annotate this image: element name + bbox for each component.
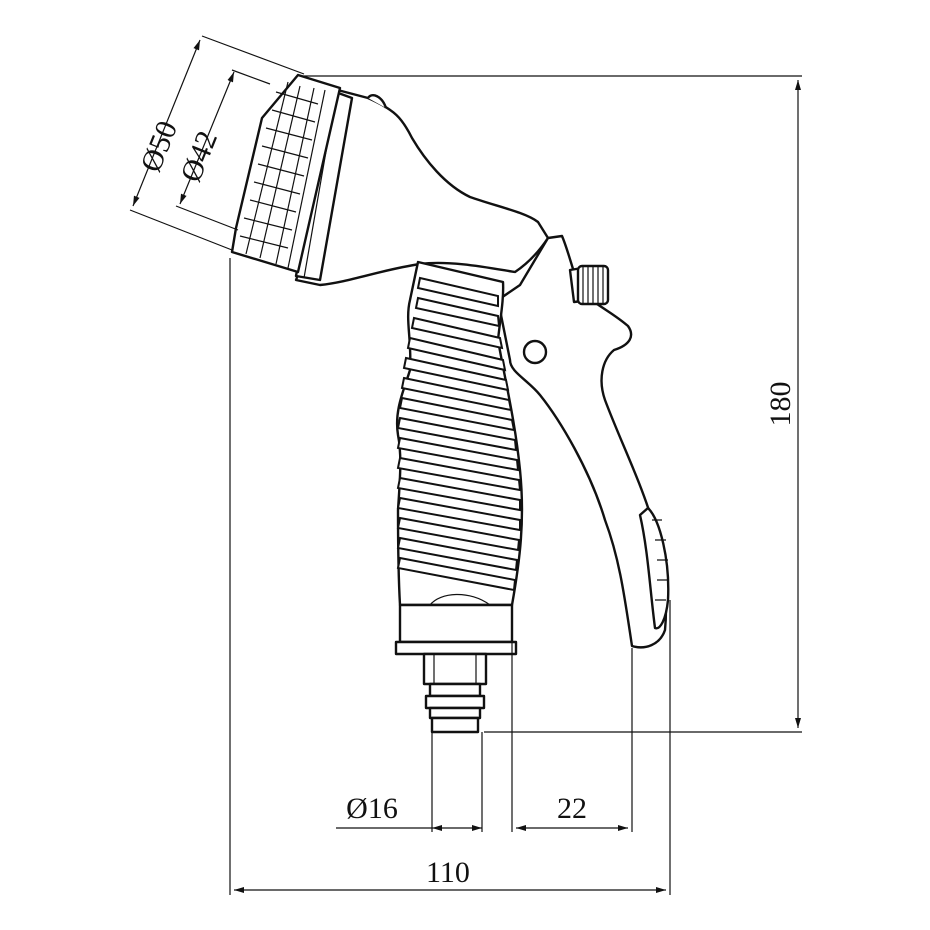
head-button <box>367 94 388 109</box>
ring-inner-line-1 <box>245 81 289 255</box>
label-height: 180 <box>764 382 797 427</box>
trigger-pad <box>638 506 670 630</box>
d50-ext-bottom <box>129 209 233 251</box>
ring-knurl-3 <box>265 127 313 141</box>
ring-knurl-9 <box>239 235 289 249</box>
ring-knurl-6 <box>253 181 301 195</box>
nozzle-ring-outline <box>230 73 342 274</box>
d50-ext-top <box>201 35 305 75</box>
ring-inner-line-3 <box>275 87 315 265</box>
handle-ribs <box>396 276 522 592</box>
ring-knurl-8 <box>243 217 293 231</box>
handle <box>394 260 524 656</box>
trigger-pad-ribs <box>652 519 668 601</box>
ring-inner-line-4 <box>287 89 326 269</box>
ring-knurl-5 <box>257 163 305 177</box>
connector-neck <box>428 682 482 698</box>
label-trigger-offset: 22 <box>557 792 587 825</box>
connector-ring-2 <box>428 706 482 720</box>
hose-connector <box>422 652 488 734</box>
handle-flange <box>394 640 518 656</box>
connector-ring-1 <box>424 694 486 710</box>
ring-knurl-2 <box>271 109 316 123</box>
ring-knurl-4 <box>261 145 309 159</box>
dimension-lines <box>129 35 802 895</box>
connector-nut <box>422 652 488 686</box>
label-inner-diameter: Ø42 <box>174 126 224 186</box>
handle-base-curve <box>429 593 491 606</box>
trigger-pivot <box>522 339 548 365</box>
connector-tip <box>430 716 480 734</box>
gun-body <box>294 86 550 287</box>
ring-knurl-7 <box>249 199 297 213</box>
label-overall-width: 110 <box>426 856 470 889</box>
flow-knob <box>568 264 610 306</box>
ring-knurl-1 <box>275 91 319 105</box>
knob-knurl <box>582 266 604 304</box>
d42-ext-bottom <box>175 205 239 231</box>
nozzle-ring <box>230 73 342 274</box>
d42-dim-line <box>179 71 235 205</box>
ring-inner-line-2 <box>259 85 301 259</box>
trigger-lever <box>496 234 670 649</box>
d50-dim-line <box>132 39 201 207</box>
connector-nut-lines <box>433 654 477 684</box>
label-connector-diameter: Ø16 <box>346 792 398 825</box>
handle-base <box>398 603 514 644</box>
d42-ext-top <box>231 69 271 85</box>
